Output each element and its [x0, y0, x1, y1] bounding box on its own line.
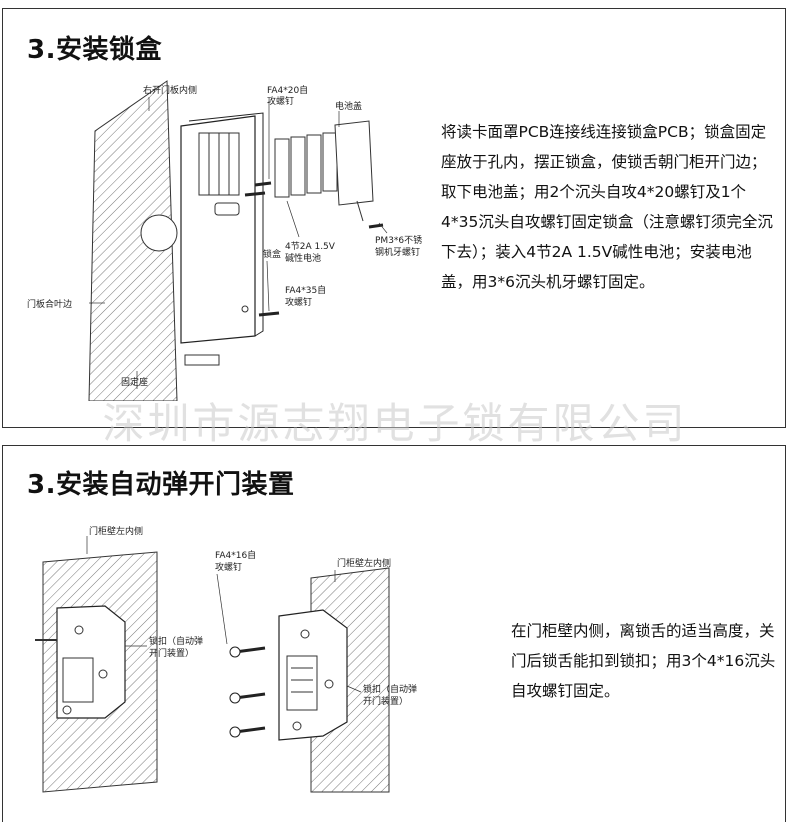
door-panel-illustration [88, 80, 178, 401]
company-watermark: 深圳市源志翔电子锁有限公司 [102, 399, 688, 448]
label-lock-box: 锁盒 [263, 248, 281, 260]
label-screw-1: FA4*16自 [215, 549, 256, 561]
auto-open-diagram: 门柜壁左内侧 锁扣（自动弹 开门装置） FA4*16自 攻螺钉 门柜壁左内侧 锁… [35, 525, 417, 793]
right-wall-illustration [278, 567, 390, 793]
leader-lines-2 [86, 536, 362, 693]
label-battery-cover: 电池盖 [335, 100, 362, 112]
section2-description: 在门柜壁内侧，离锁舌的适当高度，关门后锁舌能扣到锁扣；用3个4*16沉头自攻螺钉… [511, 622, 776, 700]
battery-illustration [274, 132, 338, 198]
label-wall-left: 门柜壁左内侧 [89, 525, 143, 537]
lock-box-install-panel: 3.安装锁盒 [2, 8, 786, 428]
label-latch-b-1: 锁扣（自动弹 [363, 683, 417, 695]
auto-open-install-panel: 3.安装自动弹开门装置 [2, 445, 786, 822]
label-battery-1: 4节2A 1.5V [285, 241, 336, 252]
section1-heading: 3.安装锁盒 [27, 35, 162, 65]
label-door-side: 右开门板内侧 [143, 84, 197, 96]
label-screw-top-1: FA4*20自 [267, 84, 308, 96]
label-latch-2: 开门装置） [149, 647, 194, 659]
left-wall-illustration [35, 551, 158, 793]
label-latch-1: 锁扣（自动弹 [149, 635, 203, 647]
label-base: 固定座 [121, 376, 148, 388]
section1-description: 将读卡面罩PCB连接线连接锁盒PCB；锁盒固定座放于孔内，摆正锁盒，使锁舌朝门柜… [441, 123, 773, 291]
label-door-edge: 门板合叶边 [27, 298, 72, 310]
leader-lines [89, 97, 388, 389]
lock-box-illustration [180, 112, 264, 366]
label-wall-right: 门柜壁左内侧 [337, 557, 391, 569]
label-screw-bottom-1: FA4*35自 [285, 284, 326, 296]
label-machine-screw-1: PM3*6不锈 [375, 234, 422, 246]
label-battery-2: 碱性电池 [285, 252, 321, 264]
label-screw-top-2: 攻螺钉 [267, 95, 294, 107]
battery-cover-illustration [334, 120, 374, 222]
screw-illustration-2 [229, 646, 266, 738]
label-machine-screw-2: 钢机牙螺钉 [375, 246, 420, 258]
label-latch-b-2: 开门装置） [363, 695, 408, 707]
section2-heading: 3.安装自动弹开门装置 [27, 470, 295, 500]
label-screw-2: 攻螺钉 [215, 561, 242, 573]
label-screw-bottom-2: 攻螺钉 [285, 296, 312, 308]
lock-box-diagram: 右开门板内侧 FA4*20自 攻螺钉 电池盖 锁盒 4节2A 1.5V 碱性电池… [27, 80, 422, 401]
